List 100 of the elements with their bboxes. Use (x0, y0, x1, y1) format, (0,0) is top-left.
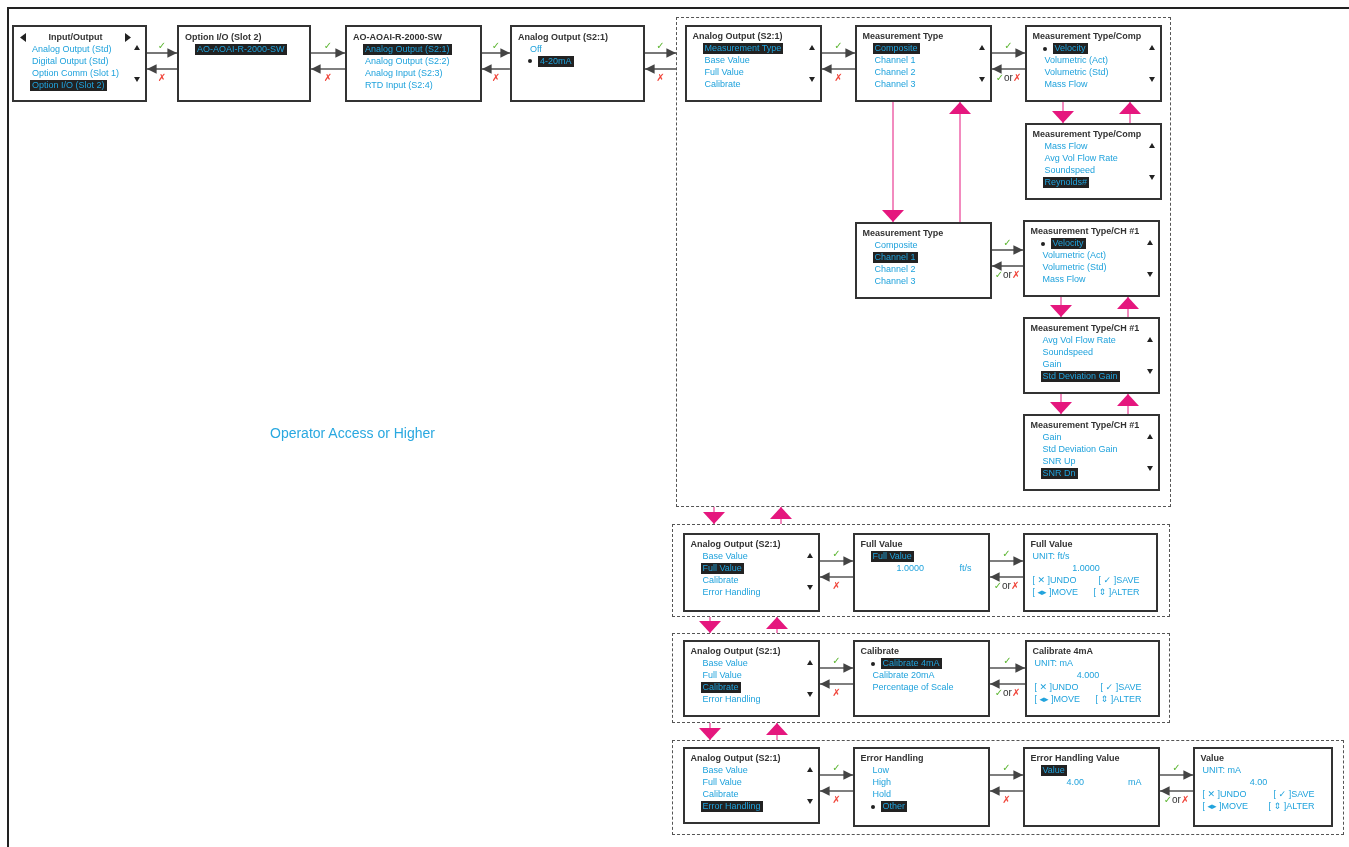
menu-item: 4.00 (1248, 777, 1269, 788)
menu-screen (684, 24, 822, 102)
edge-label: ✓ (1172, 762, 1181, 773)
scroll-arrow (1050, 296, 1072, 318)
scroll-arrow (1119, 101, 1141, 124)
edge-label: ✓ (1003, 237, 1012, 248)
edge-label: ✗ (656, 72, 665, 83)
edge-label: ✓ (1002, 762, 1011, 773)
menu-item: 1.0000 (895, 563, 926, 574)
menu-item: High (871, 777, 892, 788)
screen-title: Analog Output (S2:1) (518, 31, 608, 43)
highlighted-menu-item: Calibrate (700, 682, 741, 693)
screen-title: Value (1200, 753, 1224, 764)
scroll-arrow (882, 101, 904, 223)
screen-title: Analog Output (S2:1) (692, 31, 783, 42)
menu-item: [ ◂▸ ]MOVE (1201, 801, 1250, 812)
highlighted-menu-item: SNR Dn (1040, 468, 1078, 479)
edge-label: ✓ (1003, 655, 1012, 666)
menu-screen (1022, 316, 1160, 394)
edge-label: ✗ (323, 72, 333, 83)
menu-item: Base Value (703, 55, 751, 66)
edge-label: ✓ (491, 40, 501, 51)
menu-item: [ ✕ ]UNDO (1033, 682, 1080, 693)
arrow (146, 48, 178, 58)
menu-item: Channel 2 (873, 67, 917, 78)
menu-item: SNR Up (1041, 456, 1077, 467)
menu-item: Volumetric (Std) (1041, 262, 1108, 273)
edge-label: ✓or✗ (993, 580, 1020, 591)
menu-item: Mass Flow (1043, 79, 1089, 90)
highlighted-menu-item: Reynolds# (1042, 177, 1090, 188)
menu-item: Channel 2 (873, 264, 917, 275)
screen-title: AO-AOAI-R-2000-SW (353, 31, 442, 43)
screen-title: Full Value (1030, 539, 1073, 550)
menu-screen (1024, 122, 1162, 200)
arrow (644, 64, 677, 74)
menu-item: Analog Input (S2:3) (364, 67, 444, 79)
menu-item: Base Value (701, 765, 749, 776)
menu-item: [ ✕ ]UNDO (1031, 575, 1078, 586)
menu-item: Low (871, 765, 890, 776)
edge-label: ✓or✗ (994, 687, 1021, 698)
highlighted-menu-item: Channel 1 (872, 252, 918, 263)
arrow (819, 556, 854, 566)
menu-item: Percentage of Scale (871, 682, 955, 693)
menu-screen (1192, 746, 1333, 827)
arrow (819, 572, 854, 582)
edge-label: ✓ (1004, 40, 1013, 51)
edge-label: ✓or✗ (1163, 794, 1190, 805)
menu-item: Off (529, 43, 543, 55)
highlighted-menu-item: Full Value (870, 551, 914, 562)
highlighted-menu-item: Velocity (1050, 238, 1086, 249)
arrow (146, 64, 178, 74)
menu-item: Full Value (703, 67, 745, 78)
menu-item: Full Value (701, 777, 743, 788)
screen-title: Error Handling Value (1030, 753, 1120, 764)
edge-label: ✓ (832, 548, 841, 559)
arrow (644, 48, 677, 58)
arrow (481, 48, 511, 58)
menu-item: Mass Flow (1043, 141, 1089, 152)
menu-item: Option Comm (Slot 1) (31, 67, 121, 79)
arrow (821, 48, 856, 58)
menu-item: [ ✓ ]SAVE (1097, 575, 1141, 586)
menu-item: Error Handling (701, 587, 762, 598)
edge-label: ✗ (1002, 794, 1011, 805)
highlighted-menu-item: Other (880, 801, 907, 812)
dashed-group-frame (672, 524, 1170, 617)
menu-item: Std Deviation Gain (1041, 444, 1119, 455)
highlighted-menu-item: Calibrate 4mA (880, 658, 942, 669)
screen-title: Calibrate 4mA (1032, 646, 1094, 657)
screen-title: Measurement Type (862, 228, 944, 239)
menu-item: Full Value (701, 670, 743, 681)
menu-screen (852, 639, 990, 717)
arrow (989, 572, 1024, 582)
arrow (481, 64, 511, 74)
menu-item: Calibrate (701, 789, 740, 800)
menu-item: ft/s (958, 563, 973, 574)
screen-title: Measurement Type/Comp (1032, 31, 1142, 42)
menu-item: [ ⇕ ]ALTER (1267, 801, 1316, 812)
menu-screen (1022, 413, 1160, 491)
menu-item: Volumetric (Act) (1041, 250, 1107, 261)
menu-screen (852, 532, 990, 612)
menu-item: Analog Output (S2:2) (364, 55, 451, 67)
menu-item: Mass Flow (1041, 274, 1087, 285)
arrow (819, 786, 854, 796)
screen-title: Measurement Type/CH #1 (1030, 420, 1140, 431)
edge-label: ✓ (832, 762, 841, 773)
menu-item: Volumetric (Act) (1043, 55, 1109, 66)
scroll-arrow (703, 506, 725, 525)
menu-item: Channel 1 (873, 55, 917, 66)
highlighted-menu-item: Error Handling (700, 801, 763, 812)
menu-item: Calibrate (701, 575, 740, 586)
menu-item: Gain (1041, 432, 1063, 443)
menu-screen (1024, 639, 1160, 717)
menu-screen (682, 532, 820, 612)
menu-screen (345, 25, 482, 102)
arrow (989, 786, 1024, 796)
menu-item: 4.00 (1065, 777, 1086, 788)
menu-item: mA (1127, 777, 1143, 788)
menu-item: Gain (1041, 359, 1063, 370)
menu-item: [ ◂▸ ]MOVE (1031, 587, 1080, 598)
menu-item: Error Handling (701, 694, 762, 705)
